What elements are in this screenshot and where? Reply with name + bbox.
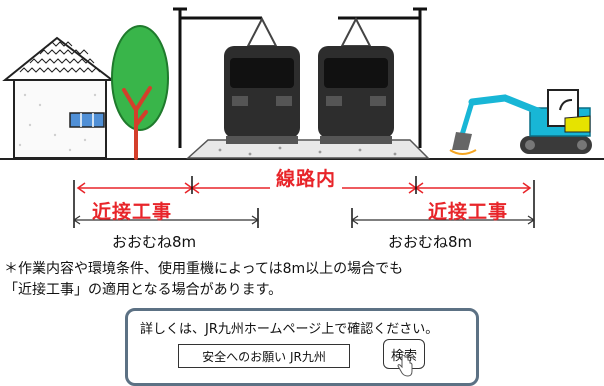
note-line-2: 「近接工事」の適用となる場合があります。: [4, 282, 283, 298]
hand-pointer-icon: [397, 355, 413, 377]
train-right: [318, 16, 394, 144]
catenary-pole-right: [338, 7, 427, 148]
track-bed: [186, 139, 430, 159]
adjacent-work-label-left: 近接工事: [92, 201, 173, 223]
dimension-8m-right: [350, 215, 536, 225]
approx-distance-right: おおむね8m: [388, 233, 473, 251]
dimension-8m-left: [72, 215, 260, 225]
catenary-pole-left: [173, 7, 262, 148]
search-panel-title: 詳しくは、JR九州ホームページ上で確認ください。: [140, 322, 439, 337]
illustration: [0, 7, 604, 228]
search-query-box[interactable]: 安全へのお願い JR九州: [178, 344, 350, 368]
house-illustration: [2, 36, 115, 159]
train-left: [224, 16, 300, 144]
search-panel: 詳しくは、JR九州ホームページ上で確認ください。 安全へのお願い JR九州 検索: [125, 308, 479, 386]
tree-illustration: [111, 25, 169, 160]
approx-distance-left: おおむね8m: [112, 233, 197, 251]
track-area-label: 線路内: [270, 164, 343, 191]
search-button[interactable]: 検索: [383, 339, 425, 369]
note-line-1: ＊作業内容や環境条件、使用重機によっては8m以上の場合でも: [4, 261, 404, 277]
excavator-illustration: [449, 89, 592, 155]
adjacent-work-label-right: 近接工事: [428, 201, 509, 223]
